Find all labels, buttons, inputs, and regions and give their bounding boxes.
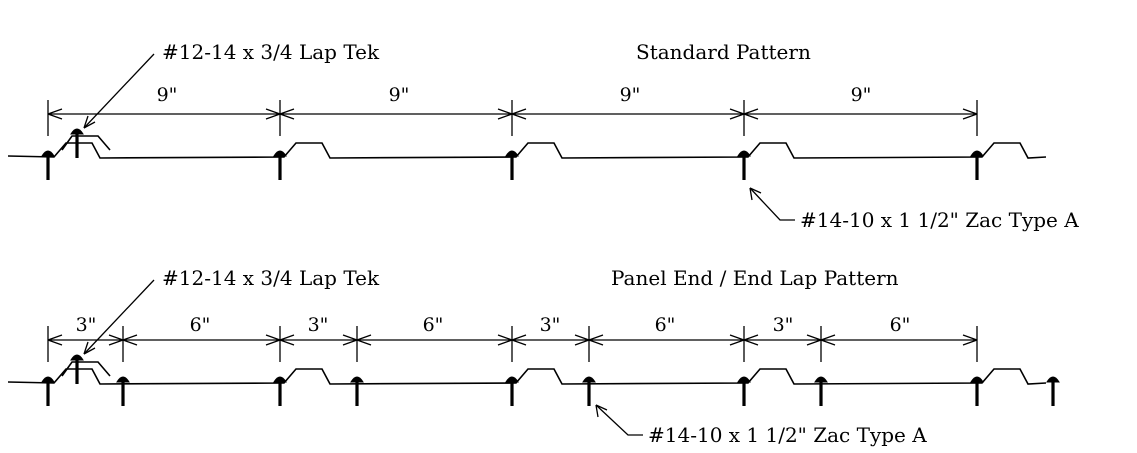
end-lap-spacing-6: 6" xyxy=(654,314,676,336)
standard-spacing-1: 9" xyxy=(156,84,178,106)
screw-head xyxy=(814,376,828,383)
end-lap-panel-profile xyxy=(7,368,1047,385)
dimension-arrowhead xyxy=(743,108,759,120)
dimension-arrowhead xyxy=(47,108,63,120)
screw-head xyxy=(41,150,55,157)
dimension-arrowhead xyxy=(962,108,978,120)
dimension-arrowhead xyxy=(729,108,745,120)
dimension-arrowhead xyxy=(574,334,590,346)
end-lap-pattern-title: Panel End / End Lap Pattern xyxy=(611,266,899,290)
end-lap-spacing-2: 6" xyxy=(189,314,211,336)
standard-spacing-4: 9" xyxy=(850,84,872,106)
standard-pattern-drawing xyxy=(7,53,1047,221)
standard-lap-screw-label: #12-14 x 3/4 Lap Tek xyxy=(162,40,380,64)
lap-screw-leader xyxy=(83,53,155,129)
dimension-arrowhead xyxy=(265,108,281,120)
end-lap-field-screw-label: #14-10 x 1 1/2" Zac Type A xyxy=(648,423,927,447)
field-screw-leader xyxy=(749,187,795,221)
dimension-arrowhead xyxy=(108,334,124,346)
dimension-arrowhead xyxy=(356,334,372,346)
screw-head xyxy=(350,376,364,383)
end-lap-pattern-drawing xyxy=(7,279,1060,436)
end-lap-spacing-4: 6" xyxy=(422,314,444,336)
standard-field-screw-label: #14-10 x 1 1/2" Zac Type A xyxy=(800,208,1079,232)
end-lap-spacing-8: 6" xyxy=(889,314,911,336)
dimension-arrowhead xyxy=(122,334,138,346)
end-lap-spacing-7: 3" xyxy=(772,314,794,336)
dimension-arrowhead xyxy=(47,334,63,346)
screw-head xyxy=(41,376,55,383)
screw-head xyxy=(116,376,130,383)
standard-spacing-2: 9" xyxy=(388,84,410,106)
dimension-arrowhead xyxy=(962,334,978,346)
end-lap-lap-screw-leader-arrow xyxy=(83,341,96,355)
screw-head xyxy=(273,376,287,383)
dimension-arrowhead xyxy=(497,334,513,346)
dimension-arrowhead xyxy=(806,334,822,346)
dimension-arrowhead xyxy=(743,334,759,346)
screw-head xyxy=(737,376,751,383)
lap-screw-leader-arrow xyxy=(83,115,96,129)
dimension-arrowhead xyxy=(511,334,527,346)
field-screw-leader-arrow xyxy=(749,187,762,201)
screw-head xyxy=(1046,376,1060,383)
end-lap-lap-screw-label: #12-14 x 3/4 Lap Tek xyxy=(162,266,380,290)
screw-head xyxy=(970,150,984,157)
dimension-arrowhead xyxy=(729,334,745,346)
dimension-arrowhead xyxy=(279,334,295,346)
standard-panel-profile xyxy=(7,142,1047,159)
end-lap-side-lap-overlap xyxy=(61,361,111,377)
dimension-arrowhead xyxy=(265,334,281,346)
dimension-arrowhead xyxy=(588,334,604,346)
dimension-arrowhead xyxy=(497,108,513,120)
standard-spacing-3: 9" xyxy=(619,84,641,106)
side-lap-overlap xyxy=(61,135,111,151)
dimension-arrowhead xyxy=(511,108,527,120)
screw-head xyxy=(970,376,984,383)
screw-head xyxy=(582,376,596,383)
end-lap-field-screw-leader-arrow xyxy=(595,404,608,418)
dimension-arrowhead xyxy=(279,108,295,120)
dimension-arrowhead xyxy=(342,334,358,346)
screw-head xyxy=(70,354,84,361)
screw-head xyxy=(737,150,751,157)
end-lap-lap-screw-leader xyxy=(83,279,155,355)
screw-head xyxy=(273,150,287,157)
dimension-arrowhead xyxy=(820,334,836,346)
end-lap-field-screw-leader xyxy=(595,404,643,436)
end-lap-spacing-1: 3" xyxy=(75,314,97,336)
end-lap-spacing-5: 3" xyxy=(539,314,561,336)
standard-pattern-title: Standard Pattern xyxy=(636,40,811,64)
screw-head xyxy=(70,128,84,135)
screw-head xyxy=(505,376,519,383)
screw-head xyxy=(505,150,519,157)
end-lap-spacing-3: 3" xyxy=(307,314,329,336)
